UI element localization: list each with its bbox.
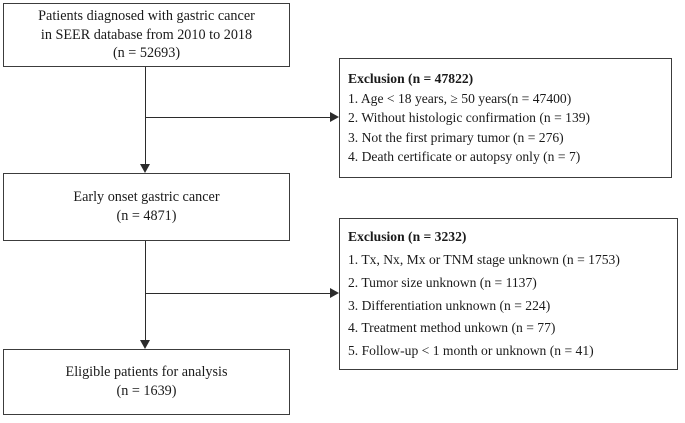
exclusion-item: 5. Follow-up < 1 month or unknown (n = 4… (348, 342, 594, 358)
arrowhead-right-2 (330, 287, 339, 298)
flow-box-line: Early onset gastric cancer (73, 189, 220, 206)
flow-box-early-onset: Early onset gastric cancer (n = 4871) (3, 173, 290, 241)
exclusion-item: 4. Treatment method unkown (n = 77) (348, 320, 556, 336)
flow-box-line: Eligible patients for analysis (65, 364, 228, 381)
flow-box-line: in SEER database from 2010 to 2018 (40, 26, 253, 43)
exclusion-item: 2. Without histologic confirmation (n = … (348, 110, 591, 126)
flow-box-count: (n = 4871) (116, 208, 177, 224)
flow-box-cohort-source: Patients diagnosed with gastric cancer i… (3, 3, 290, 67)
exclusion-item: 1. Age < 18 years, ≥ 50 years(n = 47400) (348, 90, 572, 106)
exclusion-title: Exclusion (n = 47822) (348, 71, 474, 87)
exclusion-box-2: Exclusion (n = 3232) 1. Tx, Nx, Mx or TN… (339, 218, 678, 370)
arrowhead-right-1 (330, 111, 339, 122)
connector-horizontal-1 (145, 117, 331, 118)
flow-box-count: (n = 1639) (116, 383, 177, 399)
arrowhead-down-2 (139, 340, 150, 349)
exclusion-box-1: Exclusion (n = 47822) 1. Age < 18 years,… (339, 58, 672, 178)
flow-box-line: Patients diagnosed with gastric cancer (38, 7, 255, 24)
exclusion-item: 4. Death certificate or autopsy only (n … (348, 149, 581, 165)
exclusion-item: 1. Tx, Nx, Mx or TNM stage unknown (n = … (348, 252, 620, 268)
exclusion-item: 2. Tumor size unknown (n = 1137) (348, 274, 537, 290)
arrowhead-down-1 (139, 164, 150, 173)
exclusion-item: 3. Differentiation unknown (n = 224) (348, 297, 551, 313)
exclusion-item: 3. Not the first primary tumor (n = 276) (348, 129, 564, 145)
flow-box-eligible: Eligible patients for analysis (n = 1639… (3, 349, 290, 415)
exclusion-title: Exclusion (n = 3232) (348, 228, 467, 244)
connector-horizontal-2 (145, 293, 331, 294)
flow-box-count: (n = 52693) (112, 45, 181, 62)
connector-vertical-2 (145, 241, 146, 343)
